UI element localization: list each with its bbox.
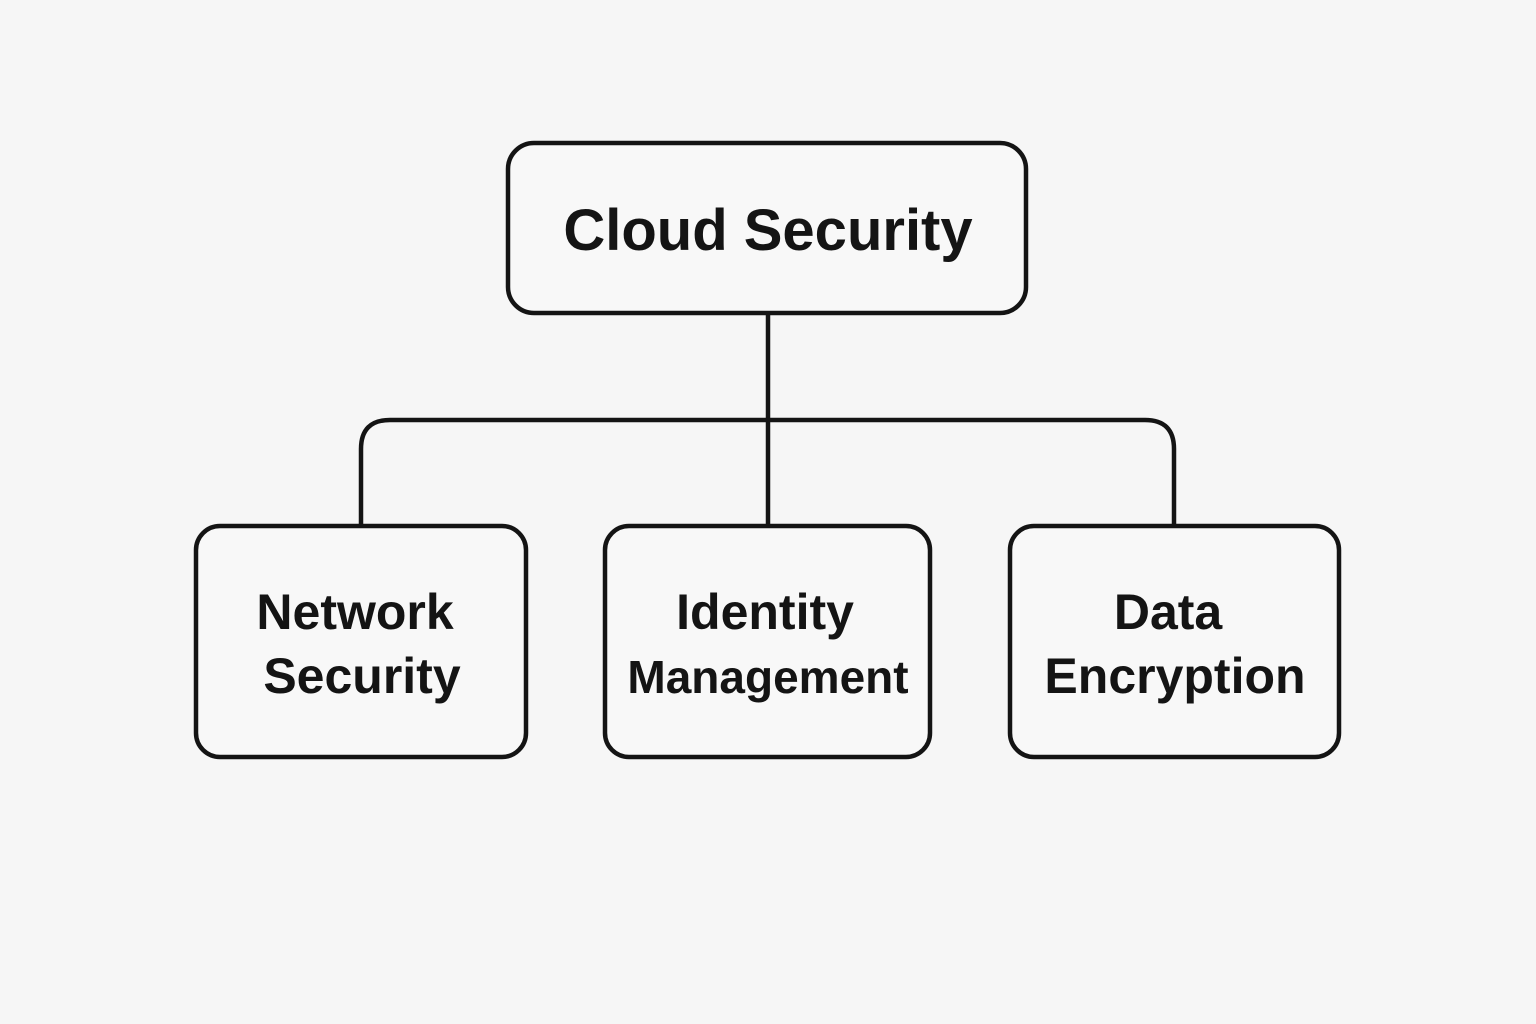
- node-label-identity-management: Identity Management: [627, 584, 908, 703]
- node-cloud-security[interactable]: Cloud Security: [505, 140, 1029, 316]
- node-box-data-encryption: [1007, 523, 1342, 760]
- node-box-identity-management: [602, 523, 933, 760]
- connectors: [358, 313, 1177, 526]
- node-label-cloud-security: Cloud Security: [563, 198, 972, 263]
- edge-to-data-encryption: [768, 417, 1177, 526]
- node-box-cloud-security: [505, 140, 1029, 316]
- edge-to-network-security: [358, 417, 768, 526]
- node-network-security[interactable]: Network Security: [193, 523, 529, 760]
- node-label-data-encryption: Data Encryption: [1044, 584, 1305, 704]
- node-label-network-security: Network Security: [256, 584, 467, 704]
- node-identity-management[interactable]: Identity Management: [602, 523, 933, 760]
- node-data-encryption[interactable]: Data Encryption: [1007, 523, 1342, 760]
- node-box-network-security: [193, 523, 529, 760]
